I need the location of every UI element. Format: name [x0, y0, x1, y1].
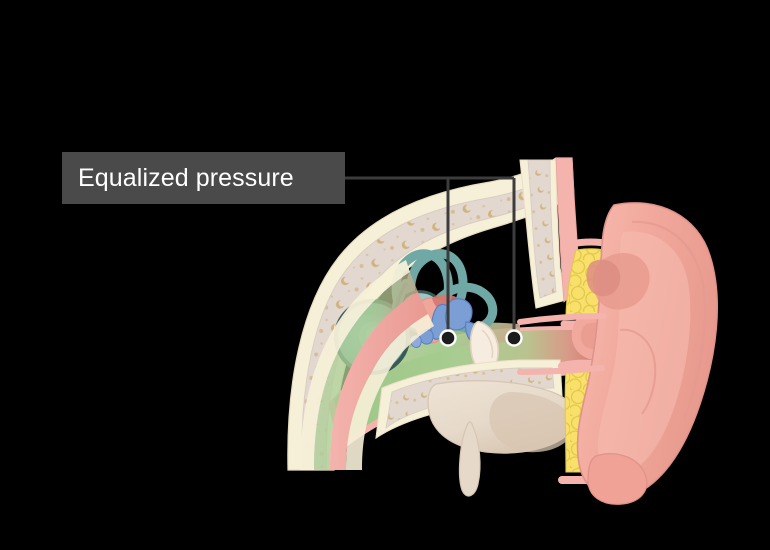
helix-rim [631, 220, 706, 421]
callout-equalized-pressure[interactable]: Equalized pressure [62, 152, 345, 204]
tympanic-membrane-fold [481, 329, 494, 359]
canal-stripe-green [314, 272, 418, 470]
tympanic-membrane-group [469, 320, 500, 373]
leader-lines [345, 176, 516, 338]
antihelix-crus [619, 328, 657, 415]
marker-tympanic-cavity [439, 329, 457, 347]
condyle-shadow [489, 392, 574, 453]
canal-periosteum-top [517, 313, 607, 325]
marker-dots [439, 329, 523, 347]
styloid-process [458, 421, 481, 497]
canal-stripe-cream [300, 260, 410, 470]
upper-column-cancellous [527, 159, 557, 299]
canal-periosteum-bottom [517, 365, 605, 375]
lobule [587, 453, 648, 505]
marker-eustachian-tube [505, 329, 523, 347]
callout-label-text: Equalized pressure [78, 163, 294, 192]
upper-bone-column [519, 157, 581, 309]
auricle-group [576, 202, 718, 505]
mandible-group [427, 380, 577, 497]
canal-stripe-pink [330, 292, 428, 470]
lower-canal-stripes [300, 260, 434, 470]
canal-stripe-cream2 [346, 314, 434, 470]
tragus [586, 259, 621, 297]
